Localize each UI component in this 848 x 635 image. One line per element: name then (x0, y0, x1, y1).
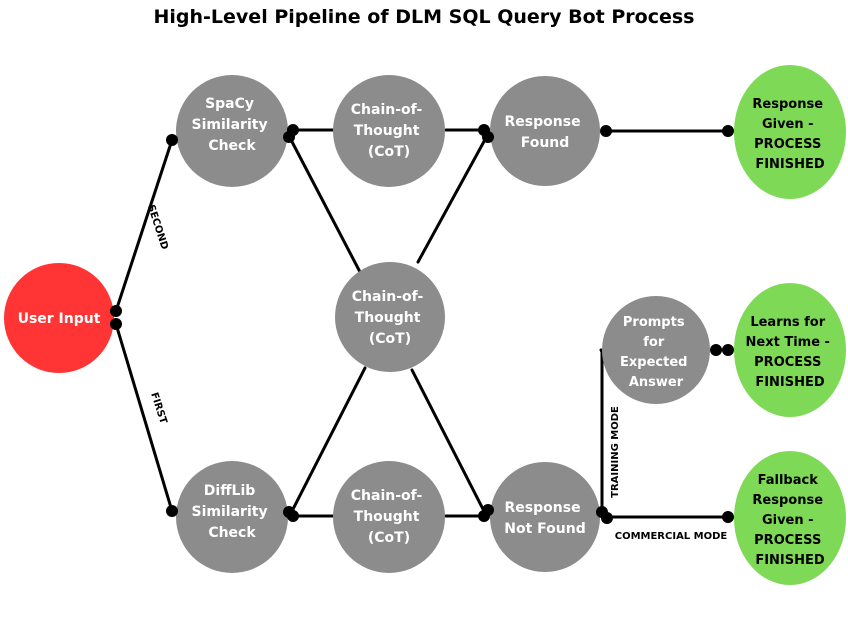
node-response-given-label: Response Given - PROCESS FINISHED (752, 97, 827, 172)
edge-user-to-spacy (114, 138, 174, 313)
connector-dot (601, 512, 613, 524)
node-response-found-shape (490, 76, 600, 186)
connector-dot (482, 504, 494, 516)
node-response-not-found-label: Response Not Found (504, 500, 585, 537)
edge-spacy-to-cot-middle (287, 134, 362, 274)
connector-dot (710, 344, 722, 356)
edge-label-training-mode: TRAINING MODE (610, 406, 621, 498)
connector-dot (722, 511, 734, 523)
node-response-not-found: Response Not Found (490, 462, 600, 572)
diagram-title: High-Level Pipeline of DLM SQL Query Bot… (154, 6, 695, 28)
node-fallback-response: Fallback Response Given - PROCESS FINISH… (734, 451, 846, 585)
node-cot-middle-label: Chain-of- Thought (CoT) (352, 289, 428, 347)
node-cot-top-label: Chain-of- Thought (CoT) (351, 102, 427, 160)
node-learns-next-time-label: Learns for Next Time - PROCESS FINISHED (746, 315, 835, 390)
edge-not-found-to-prompts (599, 348, 604, 514)
node-cot-top: Chain-of- Thought (CoT) (333, 75, 445, 187)
node-cot-top-shape (333, 75, 445, 187)
node-cot-bottom: Chain-of- Thought (CoT) (333, 461, 445, 573)
node-prompts-expected-shape (602, 296, 710, 404)
node-learns-next-time-shape (734, 283, 846, 417)
nodes: User Input SpaCy Similarity Check DiffLi… (4, 65, 846, 585)
connector-dot (166, 505, 178, 517)
node-cot-middle-shape (335, 262, 445, 372)
connector-dot (283, 506, 295, 518)
edge-label-first: FIRST (148, 391, 168, 425)
connector-dot (166, 134, 178, 146)
node-response-given-shape (734, 65, 846, 199)
edge-label-commercial-mode: COMMERCIAL MODE (615, 531, 728, 542)
node-fallback-response-label: Fallback Response Given - PROCESS FINISH… (752, 473, 827, 568)
edge-label-second: SECOND (145, 203, 170, 251)
node-cot-bottom-label: Chain-of- Thought (CoT) (351, 488, 427, 546)
edge-cot-middle-to-not-found (410, 368, 489, 519)
node-response-given: Response Given - PROCESS FINISHED (734, 65, 846, 199)
node-cot-middle: Chain-of- Thought (CoT) (335, 262, 445, 372)
node-response-found: Response Found (490, 76, 600, 186)
node-prompts-expected: Prompts for Expected Answer (602, 296, 710, 404)
connector-dots (110, 124, 734, 524)
connector-dot (110, 318, 122, 330)
node-user-input-shape (4, 263, 114, 373)
node-user-input-label: User Input (18, 311, 101, 327)
node-cot-bottom-shape (333, 461, 445, 573)
connector-dot (482, 131, 494, 143)
connector-dot (722, 344, 734, 356)
connector-dot (722, 125, 734, 137)
connector-dot (600, 125, 612, 137)
node-user-input: User Input (4, 263, 114, 373)
connector-dot (110, 305, 122, 317)
node-prompts-expected-label: Prompts for Expected Answer (620, 315, 692, 390)
node-spacy-check-label: SpaCy Similarity Check (192, 96, 273, 154)
node-difflib-check: DiffLib Similarity Check (176, 461, 288, 573)
node-response-not-found-shape (490, 462, 600, 572)
edge-user-to-difflib (114, 322, 174, 513)
edge-difflib-to-cot-middle (287, 366, 367, 519)
connector-dot (283, 131, 295, 143)
node-response-found-label: Response Found (505, 114, 586, 151)
node-spacy-check-shape (176, 75, 288, 187)
node-spacy-check: SpaCy Similarity Check (176, 75, 288, 187)
node-fallback-response-shape (734, 451, 846, 585)
node-difflib-check-label: DiffLib Similarity Check (192, 483, 273, 541)
edge-cot-middle-to-found (416, 134, 489, 264)
node-learns-next-time: Learns for Next Time - PROCESS FINISHED (734, 283, 846, 417)
node-difflib-check-shape (176, 461, 288, 573)
